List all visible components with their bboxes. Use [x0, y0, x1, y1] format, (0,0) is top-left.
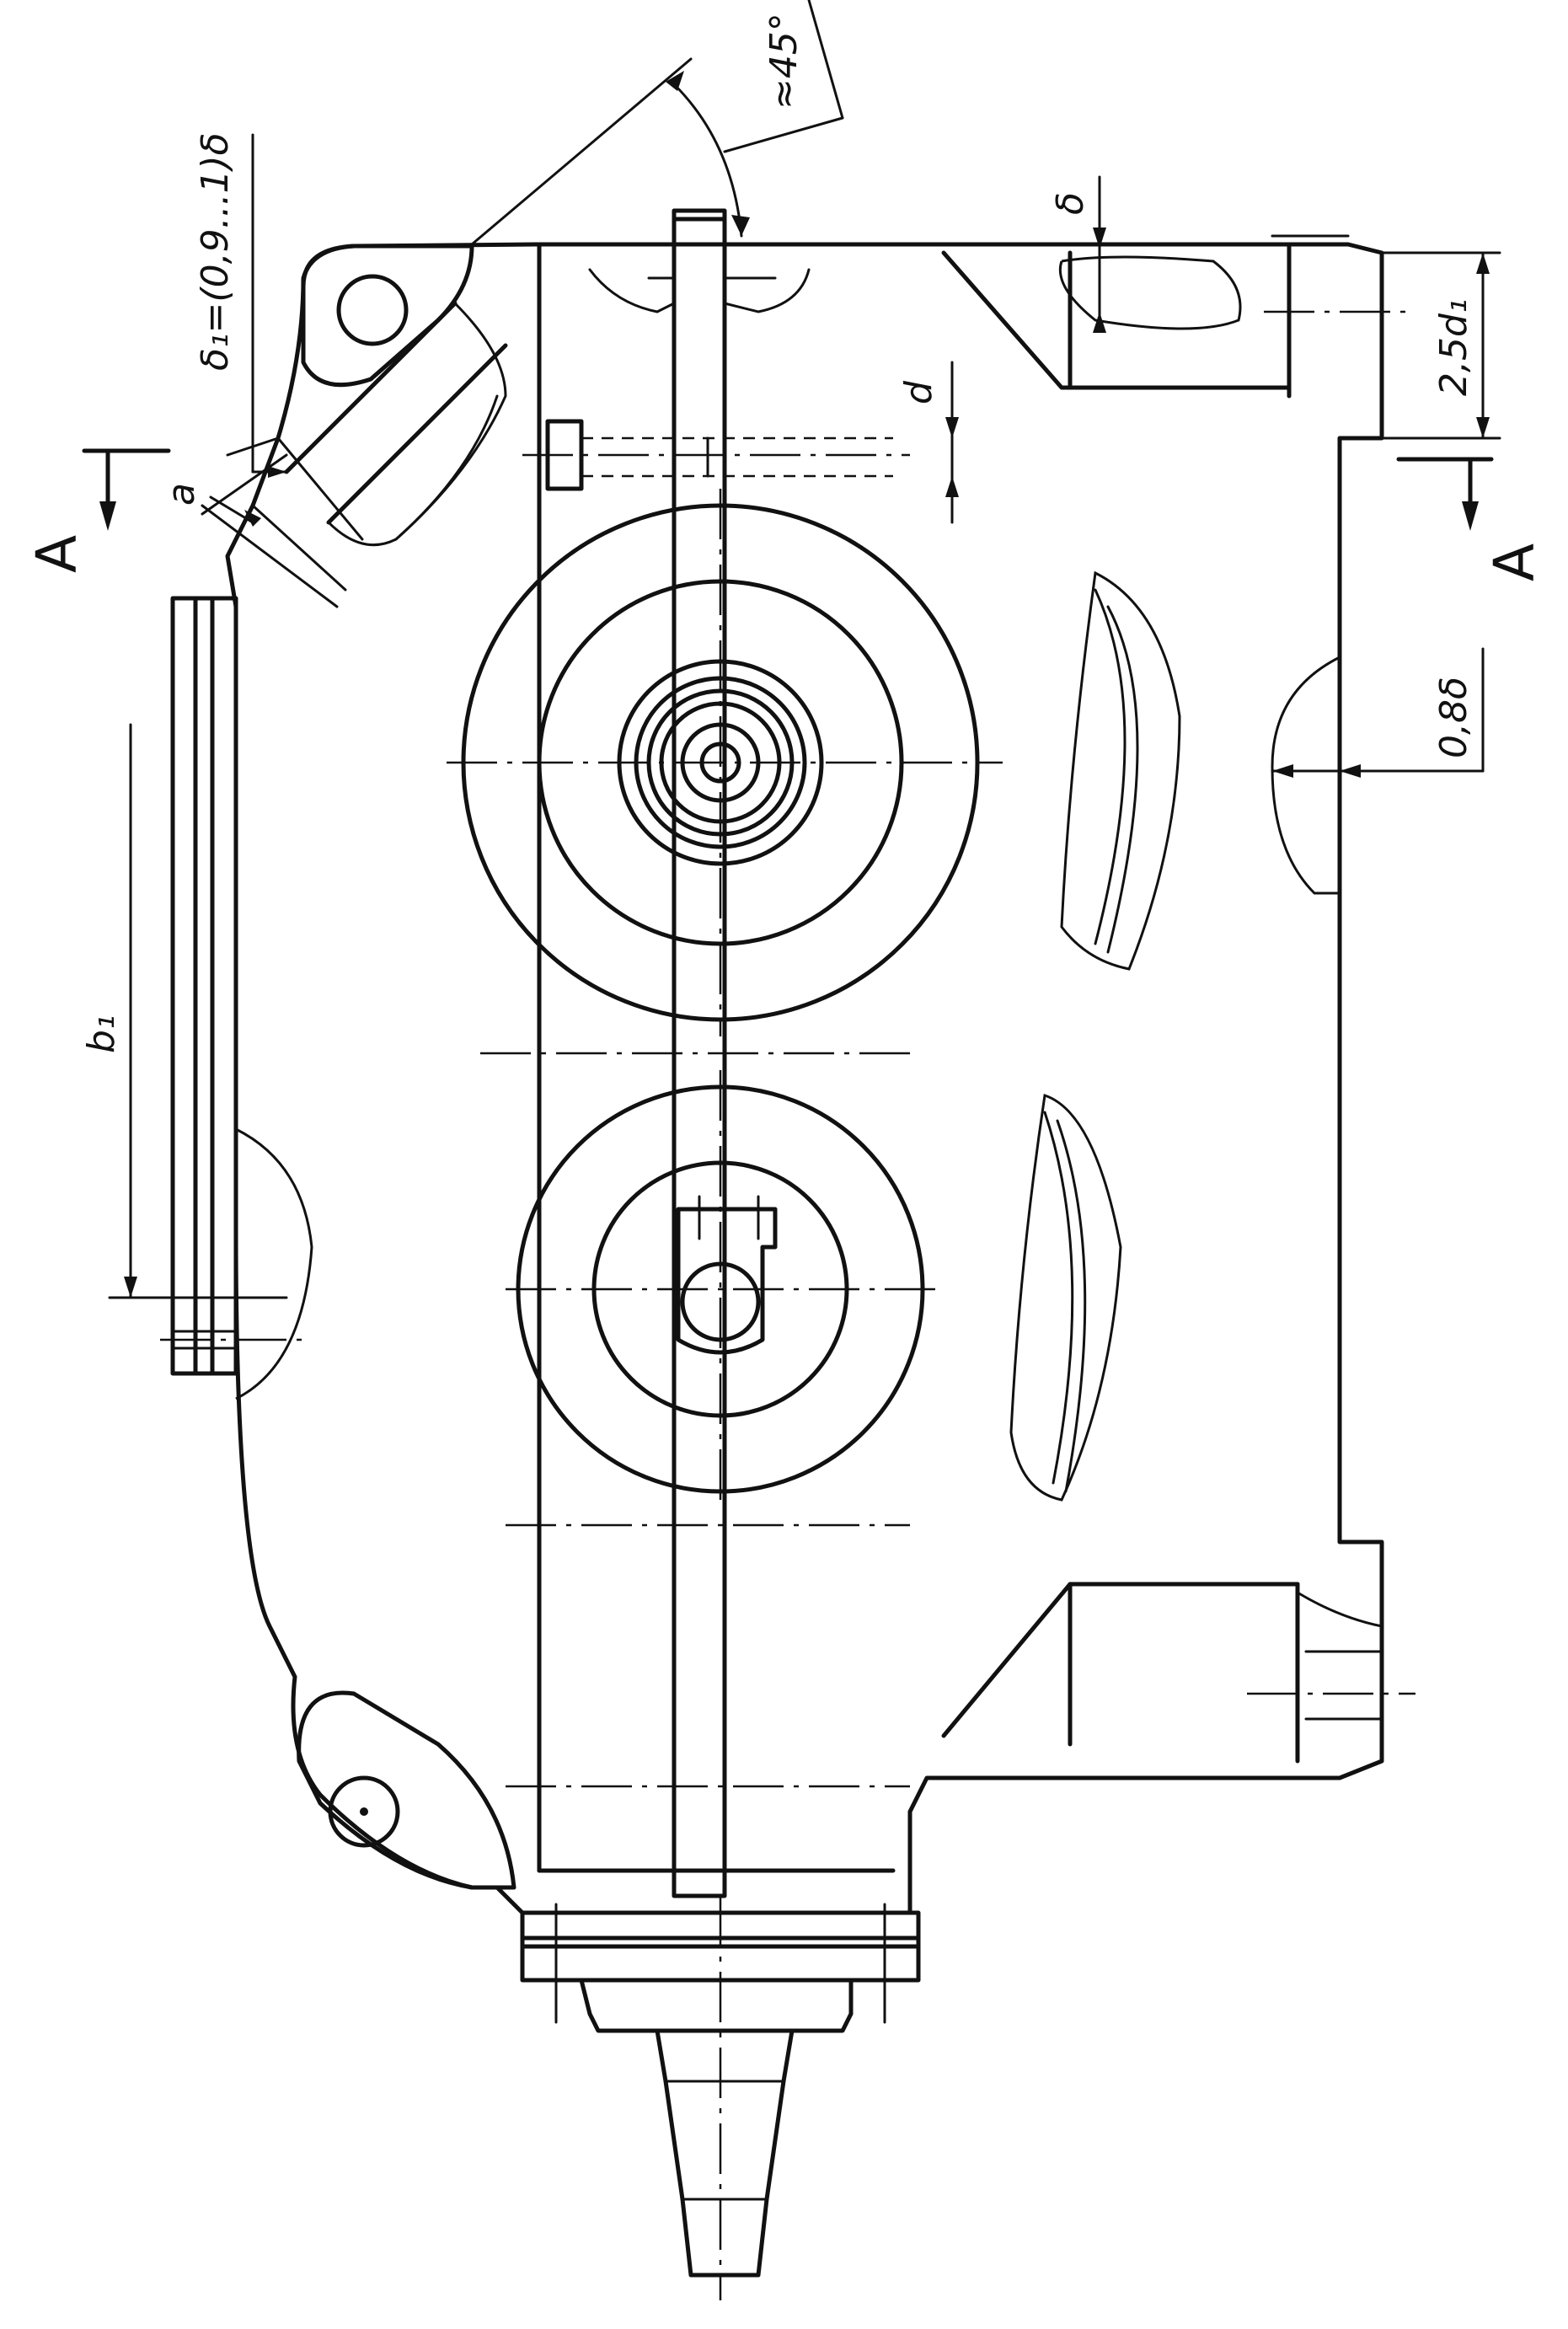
label-a: a	[160, 483, 203, 506]
dim-08d-annotation	[1271, 647, 1485, 778]
angle-annotation	[470, 0, 844, 246]
label-section-left: A	[24, 535, 89, 573]
dim-25d1-annotation	[1380, 251, 1501, 440]
foot-bulge	[1271, 656, 1341, 895]
boss-bottom-right	[941, 1582, 1415, 1764]
boss-top-right	[941, 234, 1415, 399]
inspection-cover	[160, 596, 313, 1400]
lifting-lug-bottom	[297, 1690, 516, 1890]
dim-b1-annotation	[108, 723, 288, 1299]
rib-section-upper	[1060, 570, 1181, 971]
label-section-right: A	[1482, 543, 1547, 581]
label-25d1: 2,5d₁	[1432, 298, 1475, 396]
label-delta1: δ₁=(0,9...1)δ	[194, 132, 237, 371]
gear-large	[447, 489, 1003, 1036]
label-d: d	[897, 380, 940, 404]
label-b1: b₁	[80, 1015, 123, 1053]
label-delta: δ	[1049, 192, 1092, 215]
rib-section-lower	[1009, 1094, 1122, 1502]
shaft-output-end	[520, 1896, 921, 2300]
housing-outline	[225, 242, 1384, 1915]
section-marker-left	[82, 448, 171, 531]
bolt-d	[522, 419, 910, 491]
shaft-upper	[588, 208, 811, 1898]
delta1-annotation	[251, 133, 288, 478]
label-angle: ≈45°	[763, 13, 805, 110]
label-08d: 0,8δ	[1432, 677, 1475, 758]
gear-small	[506, 1070, 935, 1508]
dim-delta-annotation	[1093, 175, 1106, 333]
dim-a-annotation	[201, 453, 339, 608]
flange-section	[209, 301, 508, 592]
section-marker-right	[1396, 457, 1494, 531]
lifting-lug-top	[301, 244, 474, 388]
dim-d-annotation	[945, 361, 959, 524]
